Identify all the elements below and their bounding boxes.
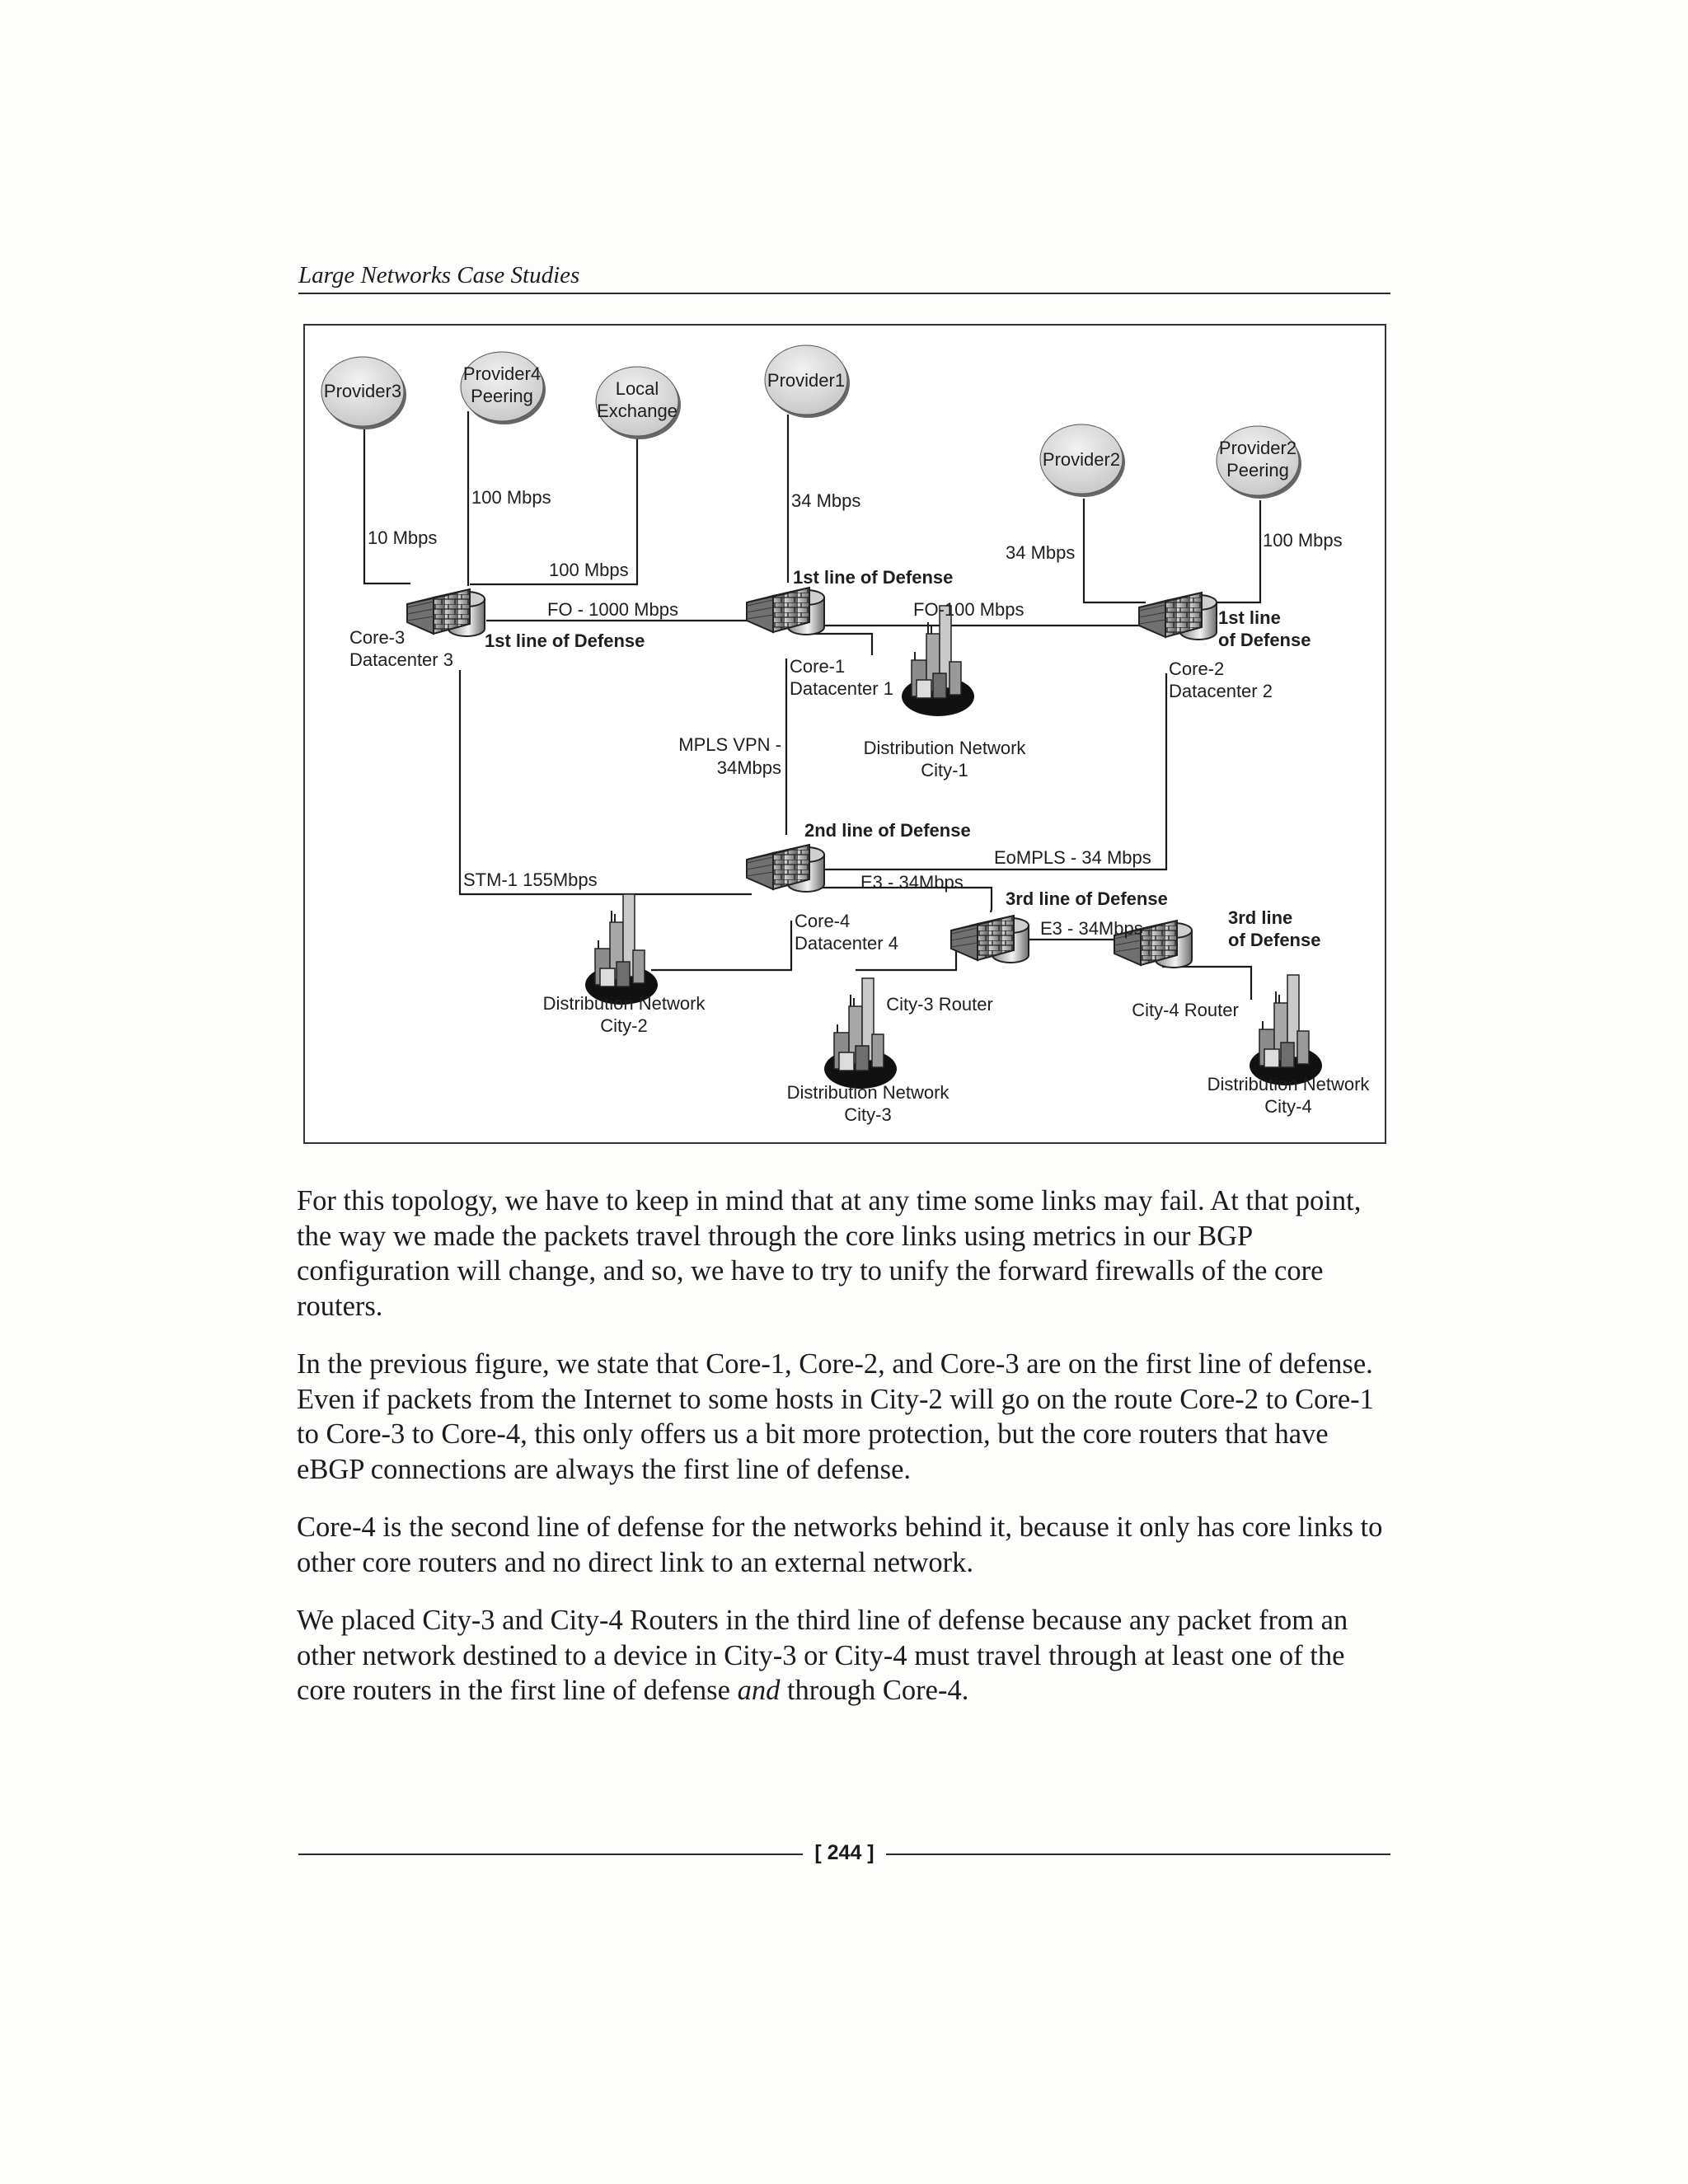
link-provider3-core3 xyxy=(363,429,410,585)
link-city4-dist-city4 xyxy=(1162,965,1253,1000)
link-core4-city3 xyxy=(813,886,993,913)
paragraph-2: In the previous figure, we state that Co… xyxy=(297,1348,1374,1485)
footer-rule-left xyxy=(298,1854,803,1855)
core2-location: Datacenter 2 xyxy=(1169,681,1273,701)
dist-city3-label-1: Distribution Network xyxy=(787,1082,950,1103)
core3-name: Core-3 xyxy=(349,627,405,648)
provider1-cloud: Provider1 xyxy=(764,344,850,418)
defense-label-core2-1: 1st line xyxy=(1218,607,1281,628)
dist-city4-label-2: City-4 xyxy=(1264,1096,1311,1117)
link-label-city3-city4: E3 - 34Mbps xyxy=(1040,918,1143,939)
link-label-core1-core4-1: MPLS VPN - xyxy=(678,734,781,755)
link-core2-core4 xyxy=(809,673,1168,871)
core4-location: Datacenter 4 xyxy=(795,933,898,954)
provider3-label: Provider3 xyxy=(324,381,401,401)
footer-rule-right xyxy=(886,1854,1390,1855)
defense-label-city3: 3rd line of Defense xyxy=(1006,888,1168,909)
link-provider2-peering-core2 xyxy=(1203,500,1262,604)
distribution-city4-icon xyxy=(1249,974,1323,1086)
city3-router-firewall-icon xyxy=(950,915,1029,963)
link-local-exchange-core3 xyxy=(470,436,639,586)
link-label-p3-core3: 10 Mbps xyxy=(368,527,437,548)
link-label-core3-core1: FO - 1000 Mbps xyxy=(547,599,678,620)
provider2-label: Provider2 xyxy=(1043,449,1120,470)
dist-city2-label-2: City-2 xyxy=(600,1015,647,1036)
defense-label-core1: 1st line of Defense xyxy=(793,567,953,588)
dist-city2-label-1: Distribution Network xyxy=(543,993,706,1014)
city4-router-label: City-4 Router xyxy=(1132,1000,1239,1020)
core4-name: Core-4 xyxy=(795,911,850,931)
network-topology-figure: Provider3 Provider4 Peering Local Exchan… xyxy=(303,324,1386,1144)
core1-name: Core-1 xyxy=(790,656,845,677)
provider3-cloud: Provider3 xyxy=(321,356,406,429)
paragraph-4-text-a: We placed City-3 and City-4 Routers in t… xyxy=(297,1605,1348,1706)
link-label-core1-core4-2: 34Mbps xyxy=(717,757,781,778)
core3-location: Datacenter 3 xyxy=(349,649,453,670)
core4-firewall-icon xyxy=(746,844,825,893)
provider2-cloud: Provider2 xyxy=(1039,424,1125,497)
provider2-peering-label-2: Peering xyxy=(1226,460,1289,480)
provider2-peering-label-1: Provider2 xyxy=(1219,438,1296,458)
local-exchange-cloud: Local Exchange xyxy=(595,366,681,439)
link-label-core4-city3: E3 - 34Mbps xyxy=(860,872,964,893)
provider4-peering-label: Peering xyxy=(471,386,533,406)
provider4-peering-cloud: Provider4 Peering xyxy=(460,351,546,424)
defense-label-core2-2: of Defense xyxy=(1218,630,1311,650)
core2-firewall-icon xyxy=(1138,592,1217,640)
link-core4-dist-city2 xyxy=(651,921,793,972)
dist-city1-label-1: Distribution Network xyxy=(864,738,1027,758)
link-label-p4-core3: 100 Mbps xyxy=(471,487,551,508)
distribution-city2-icon xyxy=(584,893,659,1005)
city3-router-label: City-3 Router xyxy=(886,994,993,1015)
provider2-peering-cloud: Provider2 Peering xyxy=(1216,425,1301,499)
body-text: For this topology, we have to keep in mi… xyxy=(297,1183,1395,1732)
link-label-p2peer-core2: 100 Mbps xyxy=(1263,530,1343,551)
distribution-city1-icon xyxy=(901,605,975,717)
paragraph-1: For this topology, we have to keep in mi… xyxy=(297,1185,1362,1322)
core1-firewall-icon xyxy=(746,587,825,635)
paragraph-3: Core-4 is the second line of defense for… xyxy=(297,1511,1383,1578)
paragraph-4: We placed City-3 and City-4 Routers in t… xyxy=(297,1603,1395,1708)
link-label-core2-core4: EoMPLS - 34 Mbps xyxy=(994,847,1151,868)
link-city3-dist-city3 xyxy=(856,947,958,972)
link-label-core3-core4: STM-1 155Mbps xyxy=(463,869,598,890)
core1-location: Datacenter 1 xyxy=(790,678,893,699)
link-label-le-core3: 100 Mbps xyxy=(549,560,629,580)
defense-label-city4-2: of Defense xyxy=(1228,930,1320,950)
provider1-label: Provider1 xyxy=(767,370,845,391)
paragraph-4-emphasis: and xyxy=(737,1675,781,1706)
dist-city1-label-2: City-1 xyxy=(921,760,968,780)
defense-label-core3: 1st line of Defense xyxy=(485,630,645,651)
page-number: [ 244 ] xyxy=(814,1841,874,1864)
core3-firewall-icon xyxy=(406,588,485,637)
link-provider2-core2 xyxy=(1082,499,1146,604)
dist-city4-label-1: Distribution Network xyxy=(1207,1074,1371,1094)
defense-label-core4: 2nd line of Defense xyxy=(804,820,971,841)
link-core1-dist-city1 xyxy=(799,632,874,655)
running-header: Large Networks Case Studies xyxy=(298,262,1390,294)
link-core3-core4 xyxy=(458,670,752,896)
paragraph-4-text-b: through Core-4. xyxy=(780,1675,969,1706)
page-footer: [ 244 ] xyxy=(298,1840,1390,1868)
link-label-core1-core2: FO-100 Mbps xyxy=(913,599,1025,620)
local-exchange-label-2: Exchange xyxy=(597,401,678,421)
dist-city3-label-2: City-3 xyxy=(844,1104,891,1125)
defense-label-city4-1: 3rd line xyxy=(1228,907,1292,928)
provider4-label: Provider4 xyxy=(463,363,541,384)
link-lines xyxy=(363,411,1262,1000)
core2-name: Core-2 xyxy=(1169,658,1224,679)
link-label-p1-core1: 34 Mbps xyxy=(791,490,860,511)
local-exchange-label-1: Local xyxy=(616,378,659,399)
link-label-p2-core2: 34 Mbps xyxy=(1006,542,1075,563)
